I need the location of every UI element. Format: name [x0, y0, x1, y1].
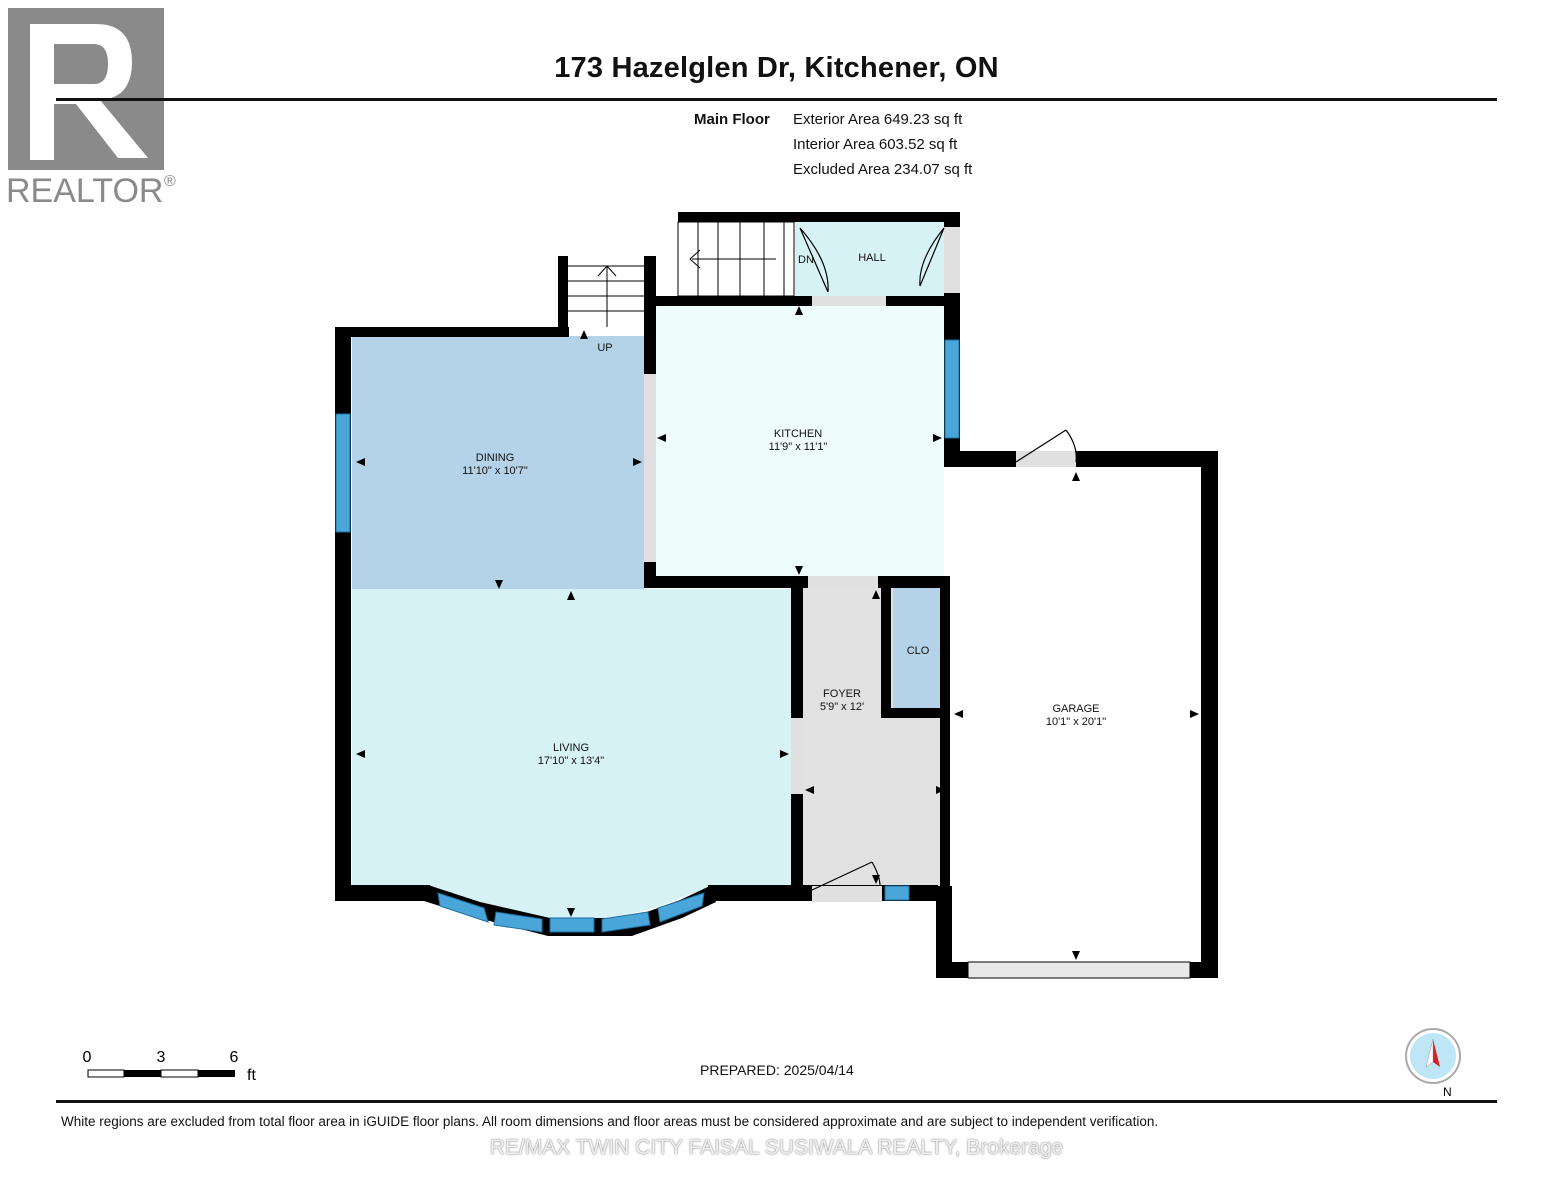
stairs-down [677, 221, 795, 297]
kitchen-name: KITCHEN [774, 428, 822, 440]
floor-name: Main Floor [694, 111, 770, 128]
kitchen-dims: 11'9" x 11'1" [769, 441, 828, 453]
dining-dims: 11'10" x 10'7" [462, 465, 528, 477]
scale-unit: ft [247, 1067, 256, 1084]
stairs-up-label: UP [597, 342, 612, 354]
hall-name: HALL [858, 252, 886, 264]
realtor-r-logo [8, 8, 164, 170]
realtor-registered-mark: ® [164, 173, 176, 190]
living-room-fill [352, 589, 793, 920]
prepared-date: PREPARED: 2025/04/14 [700, 1062, 854, 1078]
stairs-down-label: DN [798, 254, 814, 266]
realtor-logo: REALTOR ® [6, 8, 176, 210]
dining-room-fill [352, 336, 644, 589]
scale-label-0: 0 [83, 1049, 92, 1066]
closet-name: CLO [907, 645, 930, 657]
foyer-dims: 5'9" x 12' [820, 701, 864, 713]
brokerage-watermark: RE/MAX TWIN CITY FAISAL SUSIWALA REALTY,… [489, 1136, 1064, 1159]
footer-divider [56, 1100, 1497, 1103]
openings [644, 227, 1191, 979]
living-dims: 17'10" x 13'4" [538, 755, 605, 767]
compass-icon: N [1405, 1028, 1461, 1099]
excluded-area: Excluded Area 234.07 sq ft [793, 161, 973, 178]
header-divider [56, 98, 1497, 101]
dimension-markers [356, 306, 1199, 960]
garage-dims: 10'1" x 20'1" [1046, 716, 1106, 728]
garage-name: GARAGE [1052, 703, 1099, 715]
scale-label-6: 6 [230, 1049, 239, 1066]
door-swings [799, 227, 1077, 891]
kitchen-fill [655, 304, 944, 576]
exterior-area: Exterior Area 649.23 sq ft [793, 111, 963, 128]
scale-label-3: 3 [157, 1049, 166, 1066]
scale-bar: 0 3 6 ft [83, 1049, 257, 1084]
page-title: 173 Hazelglen Dr, Kitchener, ON [554, 52, 999, 84]
disclaimer-text: White regions are excluded from total fl… [61, 1114, 1159, 1129]
compass-north-label: N [1443, 1085, 1452, 1099]
interior-area: Interior Area 603.52 sq ft [793, 136, 958, 153]
closet-fill [893, 588, 945, 713]
foyer-name: FOYER [823, 688, 861, 700]
stairs-up [568, 265, 646, 327]
realtor-wordmark: REALTOR [6, 172, 163, 210]
living-name: LIVING [553, 742, 589, 754]
dining-name: DINING [476, 452, 515, 464]
windows [335, 339, 960, 933]
